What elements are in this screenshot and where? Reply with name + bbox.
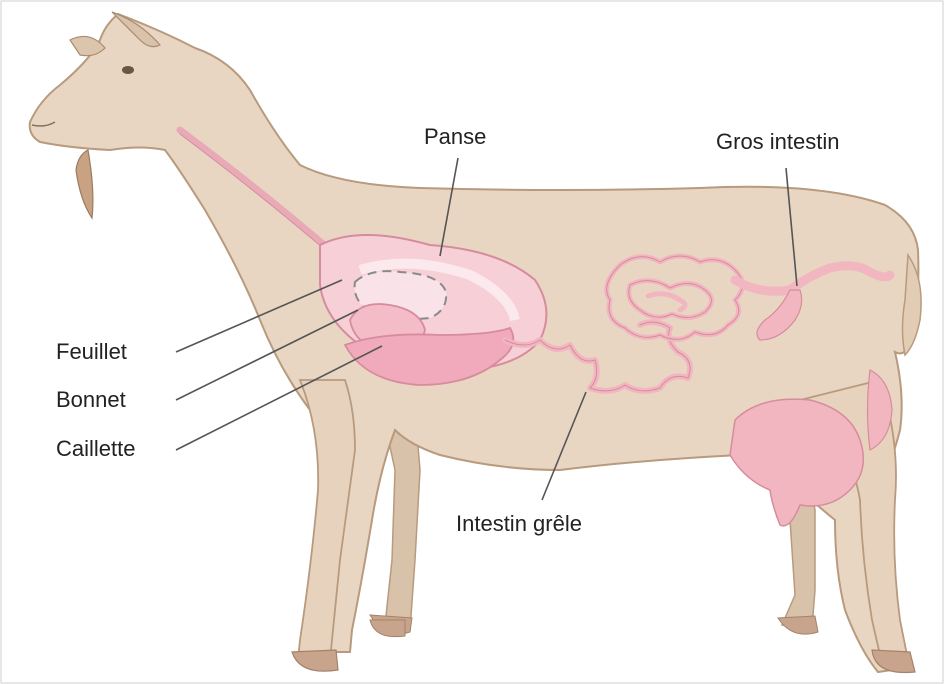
beard [76, 150, 93, 218]
label-intestin-grele: Intestin grêle [456, 513, 582, 535]
eye [122, 66, 134, 74]
label-caillette: Caillette [56, 438, 135, 460]
label-bonnet: Bonnet [56, 389, 126, 411]
label-panse: Panse [424, 126, 486, 148]
far-front-hoof [370, 620, 405, 637]
front-hoof [292, 650, 338, 671]
label-gros-intestin: Gros intestin [716, 131, 840, 153]
label-feuillet: Feuillet [56, 341, 127, 363]
